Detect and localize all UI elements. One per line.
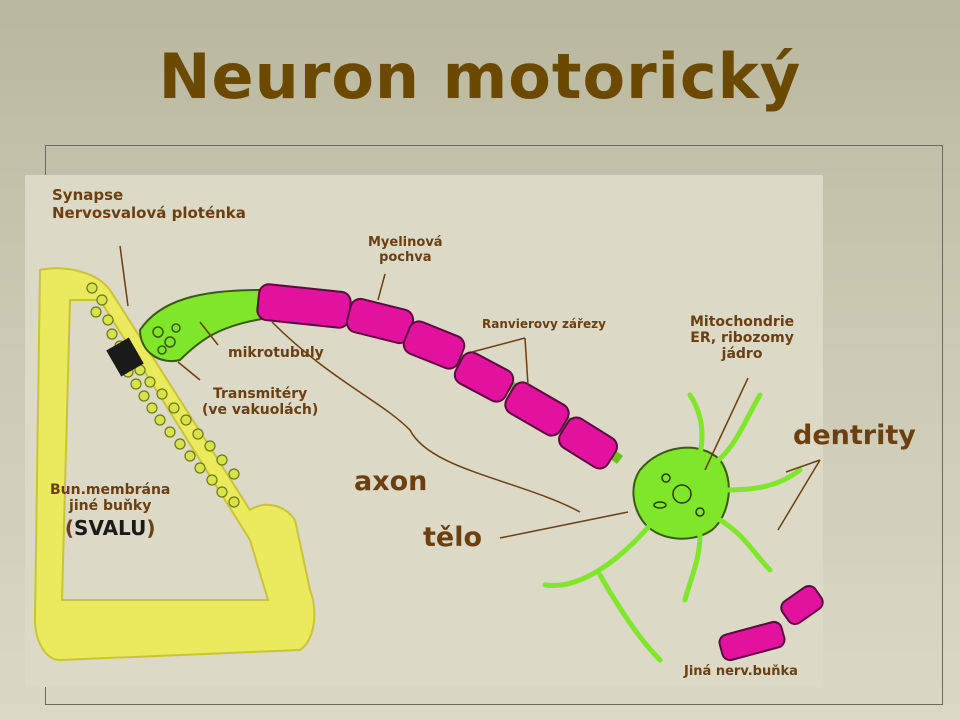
transmitters-label-line1: Transmitéry bbox=[213, 386, 308, 402]
svalu-close: ) bbox=[146, 516, 156, 540]
ranvier-label: Ranvierovy zářezy bbox=[482, 317, 606, 331]
other-cell-myelin bbox=[718, 585, 824, 662]
synapse-label: Synapse Nervosvalová ploténka bbox=[52, 186, 246, 222]
other-cell-label: Jiná nerv.buňka bbox=[684, 664, 798, 679]
myelin-label: Myelinová pochva bbox=[368, 235, 443, 265]
pointer-lines bbox=[119, 245, 821, 539]
svalu-open: ( bbox=[64, 516, 75, 540]
synapse-label-line2: Nervosvalová ploténka bbox=[52, 204, 246, 222]
myelin-sheath bbox=[256, 283, 618, 470]
page-title: Neuron motorický bbox=[158, 40, 802, 113]
organelles bbox=[653, 473, 705, 517]
axon-terminal bbox=[138, 288, 270, 363]
organelle-label-line3: jádro bbox=[721, 346, 763, 362]
dendrites bbox=[542, 392, 803, 663]
myelin-label-line2: pochva bbox=[379, 250, 432, 265]
cell-body-label: tělo bbox=[423, 522, 483, 553]
organelle-label-line2: ER, ribozomy bbox=[690, 330, 794, 346]
transmitters-label: Transmitéry (ve vakuolách) bbox=[202, 386, 318, 418]
organelle-label: Mitochondrie ER, ribozomy jádro bbox=[690, 314, 794, 362]
muscle-membrane-label: Bun.membrána jiné buňky (SVALU) bbox=[50, 482, 170, 540]
myelin-label-line1: Myelinová bbox=[368, 235, 443, 250]
synapse-label-line1: Synapse bbox=[52, 186, 124, 204]
vesicles-in-terminal bbox=[152, 323, 181, 355]
svalu-word: SVALU bbox=[74, 516, 147, 540]
transmitters-label-line2: (ve vakuolách) bbox=[202, 402, 319, 418]
organelle-label-line1: Mitochondrie bbox=[690, 314, 795, 330]
synaptic-cleft bbox=[106, 337, 144, 377]
axon-label: axon bbox=[354, 466, 428, 497]
muscle-membrane-line2: jiné buňky bbox=[69, 498, 152, 514]
dendrites-label: dentrity bbox=[793, 420, 916, 451]
synaptic-vesicles bbox=[86, 282, 240, 508]
muscle-membrane-line1: Bun.membrána bbox=[50, 482, 171, 498]
cell-body bbox=[632, 446, 730, 540]
muscle-cell bbox=[33, 267, 316, 662]
mikrotubuly-label: mikrotubuly bbox=[228, 345, 324, 361]
muscle-membrane-line3: (SVALU) bbox=[50, 516, 170, 540]
